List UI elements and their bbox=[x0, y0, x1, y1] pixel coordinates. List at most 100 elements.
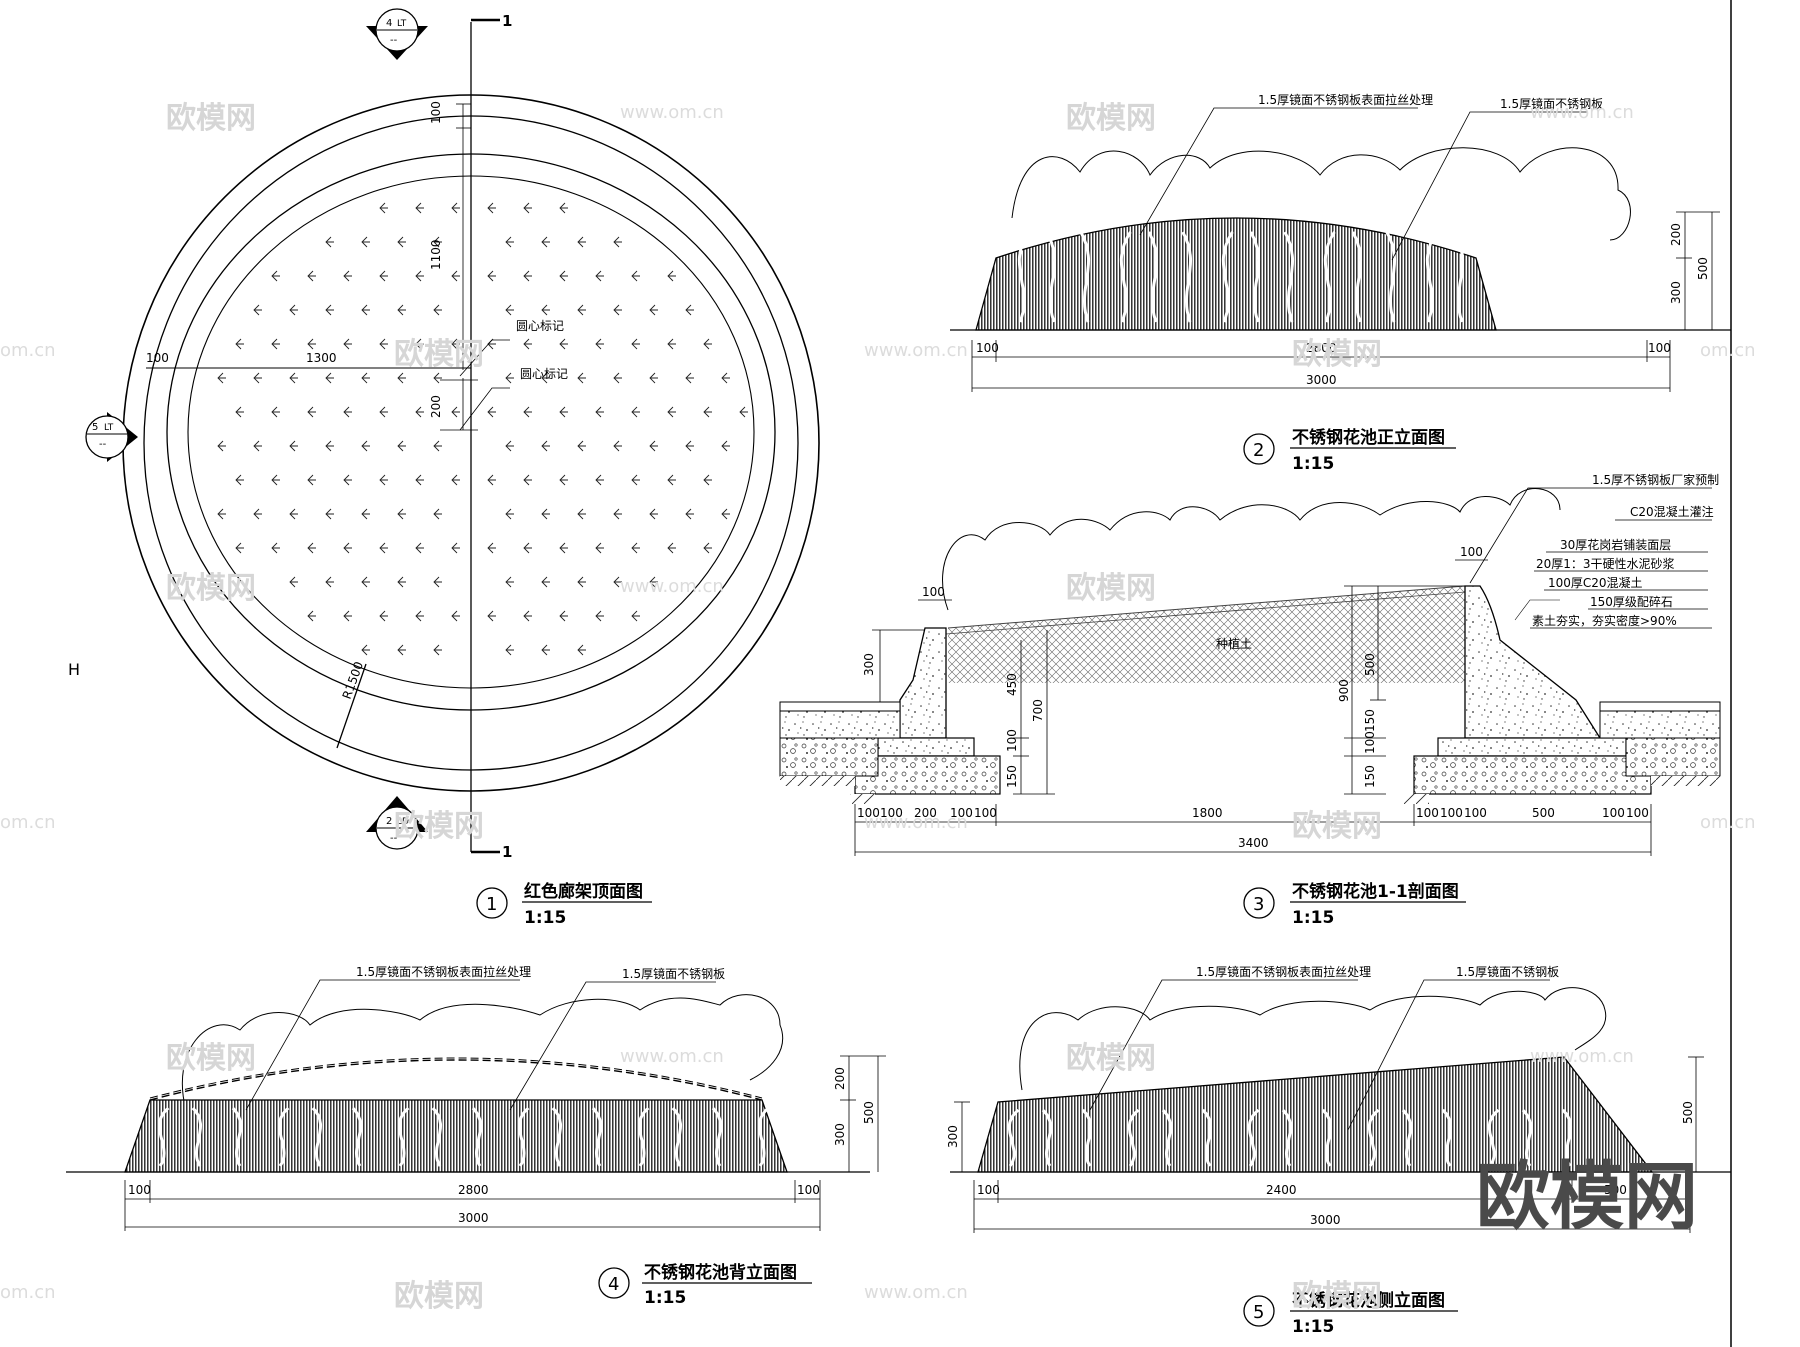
plant-symbol bbox=[595, 270, 604, 282]
plant-symbol bbox=[361, 304, 370, 316]
brushed-swoosh bbox=[191, 1106, 203, 1167]
svg-text:100: 100 bbox=[857, 806, 880, 820]
svg-text:3000: 3000 bbox=[458, 1211, 489, 1225]
plant-symbol bbox=[487, 270, 496, 282]
plant-symbol bbox=[577, 304, 586, 316]
plant-symbol bbox=[559, 610, 568, 622]
svg-text:100: 100 bbox=[1460, 545, 1483, 559]
plant-symbol bbox=[451, 610, 460, 622]
drawing-3-title: 不锈钢花池1-1剖面图 bbox=[1292, 881, 1459, 902]
plant-symbol bbox=[577, 508, 586, 520]
svg-text:--: -- bbox=[99, 439, 107, 450]
plant-symbol bbox=[361, 644, 370, 656]
back-shrub-outline bbox=[181, 994, 784, 1111]
plant-symbol bbox=[217, 440, 226, 452]
svg-text:www.om.cn: www.om.cn bbox=[1530, 102, 1634, 123]
brushed-swoosh bbox=[1201, 1108, 1213, 1167]
callout-5-left: 5 LT -- bbox=[85, 412, 138, 462]
brushed-swoosh bbox=[1283, 231, 1294, 323]
brushed-swoosh bbox=[1045, 231, 1056, 323]
brushed-swoosh bbox=[517, 1106, 530, 1167]
svg-text:500: 500 bbox=[1604, 1183, 1627, 1197]
svg-text:欧模网: 欧模网 bbox=[1292, 337, 1382, 372]
plant-symbol bbox=[379, 270, 388, 282]
plant-symbol bbox=[415, 270, 424, 282]
plant-symbol bbox=[325, 372, 334, 384]
svg-text:100: 100 bbox=[1363, 731, 1377, 754]
plant-symbol bbox=[685, 372, 694, 384]
svg-text:150: 150 bbox=[1005, 765, 1019, 788]
svg-text:500: 500 bbox=[1681, 1101, 1695, 1124]
brushed-swoosh bbox=[1007, 1108, 1020, 1167]
plant-symbol bbox=[703, 474, 712, 486]
svg-text:200: 200 bbox=[833, 1067, 847, 1090]
svg-text:100: 100 bbox=[1464, 806, 1487, 820]
plant-symbol bbox=[379, 610, 388, 622]
brushed-swoosh bbox=[1487, 1108, 1500, 1167]
brushed-swoosh bbox=[1351, 231, 1362, 323]
side-shrub-outline bbox=[1019, 987, 1607, 1091]
svg-text:300: 300 bbox=[833, 1123, 847, 1146]
plant-symbol bbox=[559, 474, 568, 486]
svg-text:欧模网: 欧模网 bbox=[166, 571, 256, 606]
dim-vertical: 1100 bbox=[429, 239, 443, 270]
plant-symbol bbox=[595, 406, 604, 418]
drawing-2-title: 不锈钢花池正立面图 bbox=[1292, 427, 1445, 448]
planting-symbols bbox=[217, 202, 748, 656]
plant-symbol bbox=[397, 644, 406, 656]
front-note-1: 1.5厚镜面不锈钢板表面拉丝处理 bbox=[1258, 92, 1433, 107]
plant-symbol bbox=[523, 202, 532, 214]
plant-symbol bbox=[559, 338, 568, 350]
left-wall bbox=[899, 627, 947, 739]
plant-symbol bbox=[451, 406, 460, 418]
right-wall bbox=[1464, 585, 1602, 739]
plant-symbol bbox=[325, 440, 334, 452]
drawing-3-section: 种植土 1.5厚不锈钢板厂家预制 C20混凝土灌注 30厚花岗岩铺装面层 20厚… bbox=[779, 472, 1721, 928]
plant-symbol bbox=[631, 270, 640, 282]
svg-text:欧模网: 欧模网 bbox=[1292, 809, 1382, 844]
brushed-swoosh bbox=[1367, 1108, 1380, 1167]
brushed-swoosh bbox=[277, 1106, 290, 1167]
svg-text:150: 150 bbox=[1363, 765, 1377, 788]
plant-symbol bbox=[451, 542, 460, 554]
plant-symbol bbox=[667, 474, 676, 486]
brushed-swoosh bbox=[1323, 231, 1336, 323]
plant-symbol bbox=[541, 372, 550, 384]
plant-symbol bbox=[541, 304, 550, 316]
plant-symbol bbox=[487, 406, 496, 418]
plant-symbol bbox=[523, 406, 532, 418]
plant-symbol bbox=[541, 576, 550, 588]
plant-symbol bbox=[361, 508, 370, 520]
plant-symbol bbox=[613, 576, 622, 588]
plant-symbol bbox=[325, 576, 334, 588]
svg-text:LT: LT bbox=[104, 423, 114, 433]
section-mark-bottom: 1 bbox=[502, 843, 512, 861]
brushed-swoosh bbox=[1401, 1108, 1413, 1167]
plant-symbol bbox=[631, 474, 640, 486]
plant-symbol bbox=[433, 576, 442, 588]
brushed-swoosh bbox=[551, 1106, 563, 1167]
brushed-swoosh bbox=[1041, 1108, 1053, 1167]
plant-symbol bbox=[541, 440, 550, 452]
plant-symbol bbox=[541, 236, 550, 248]
plant-symbol bbox=[505, 236, 514, 248]
plant-symbol bbox=[703, 338, 712, 350]
plant-symbol bbox=[271, 474, 280, 486]
svg-text:500: 500 bbox=[1363, 653, 1377, 676]
plant-symbol bbox=[631, 542, 640, 554]
plant-symbol bbox=[433, 236, 442, 248]
back-dashed-arc bbox=[149, 1059, 763, 1101]
brushed-swoosh bbox=[1247, 1108, 1260, 1167]
plant-symbol bbox=[433, 304, 442, 316]
plant-symbol bbox=[397, 576, 406, 588]
shrub-outline bbox=[1011, 147, 1631, 241]
svg-text:300: 300 bbox=[946, 1125, 960, 1148]
plant-symbol bbox=[631, 406, 640, 418]
section-mark-top: 1 bbox=[502, 12, 512, 30]
brushed-swoosh bbox=[1127, 1108, 1140, 1167]
plant-symbol bbox=[325, 236, 334, 248]
svg-text:3400: 3400 bbox=[1238, 836, 1269, 850]
plant-symbol bbox=[415, 474, 424, 486]
svg-text:1.5厚镜面不锈钢板: 1.5厚镜面不锈钢板 bbox=[1456, 964, 1559, 979]
plant-symbol bbox=[397, 236, 406, 248]
